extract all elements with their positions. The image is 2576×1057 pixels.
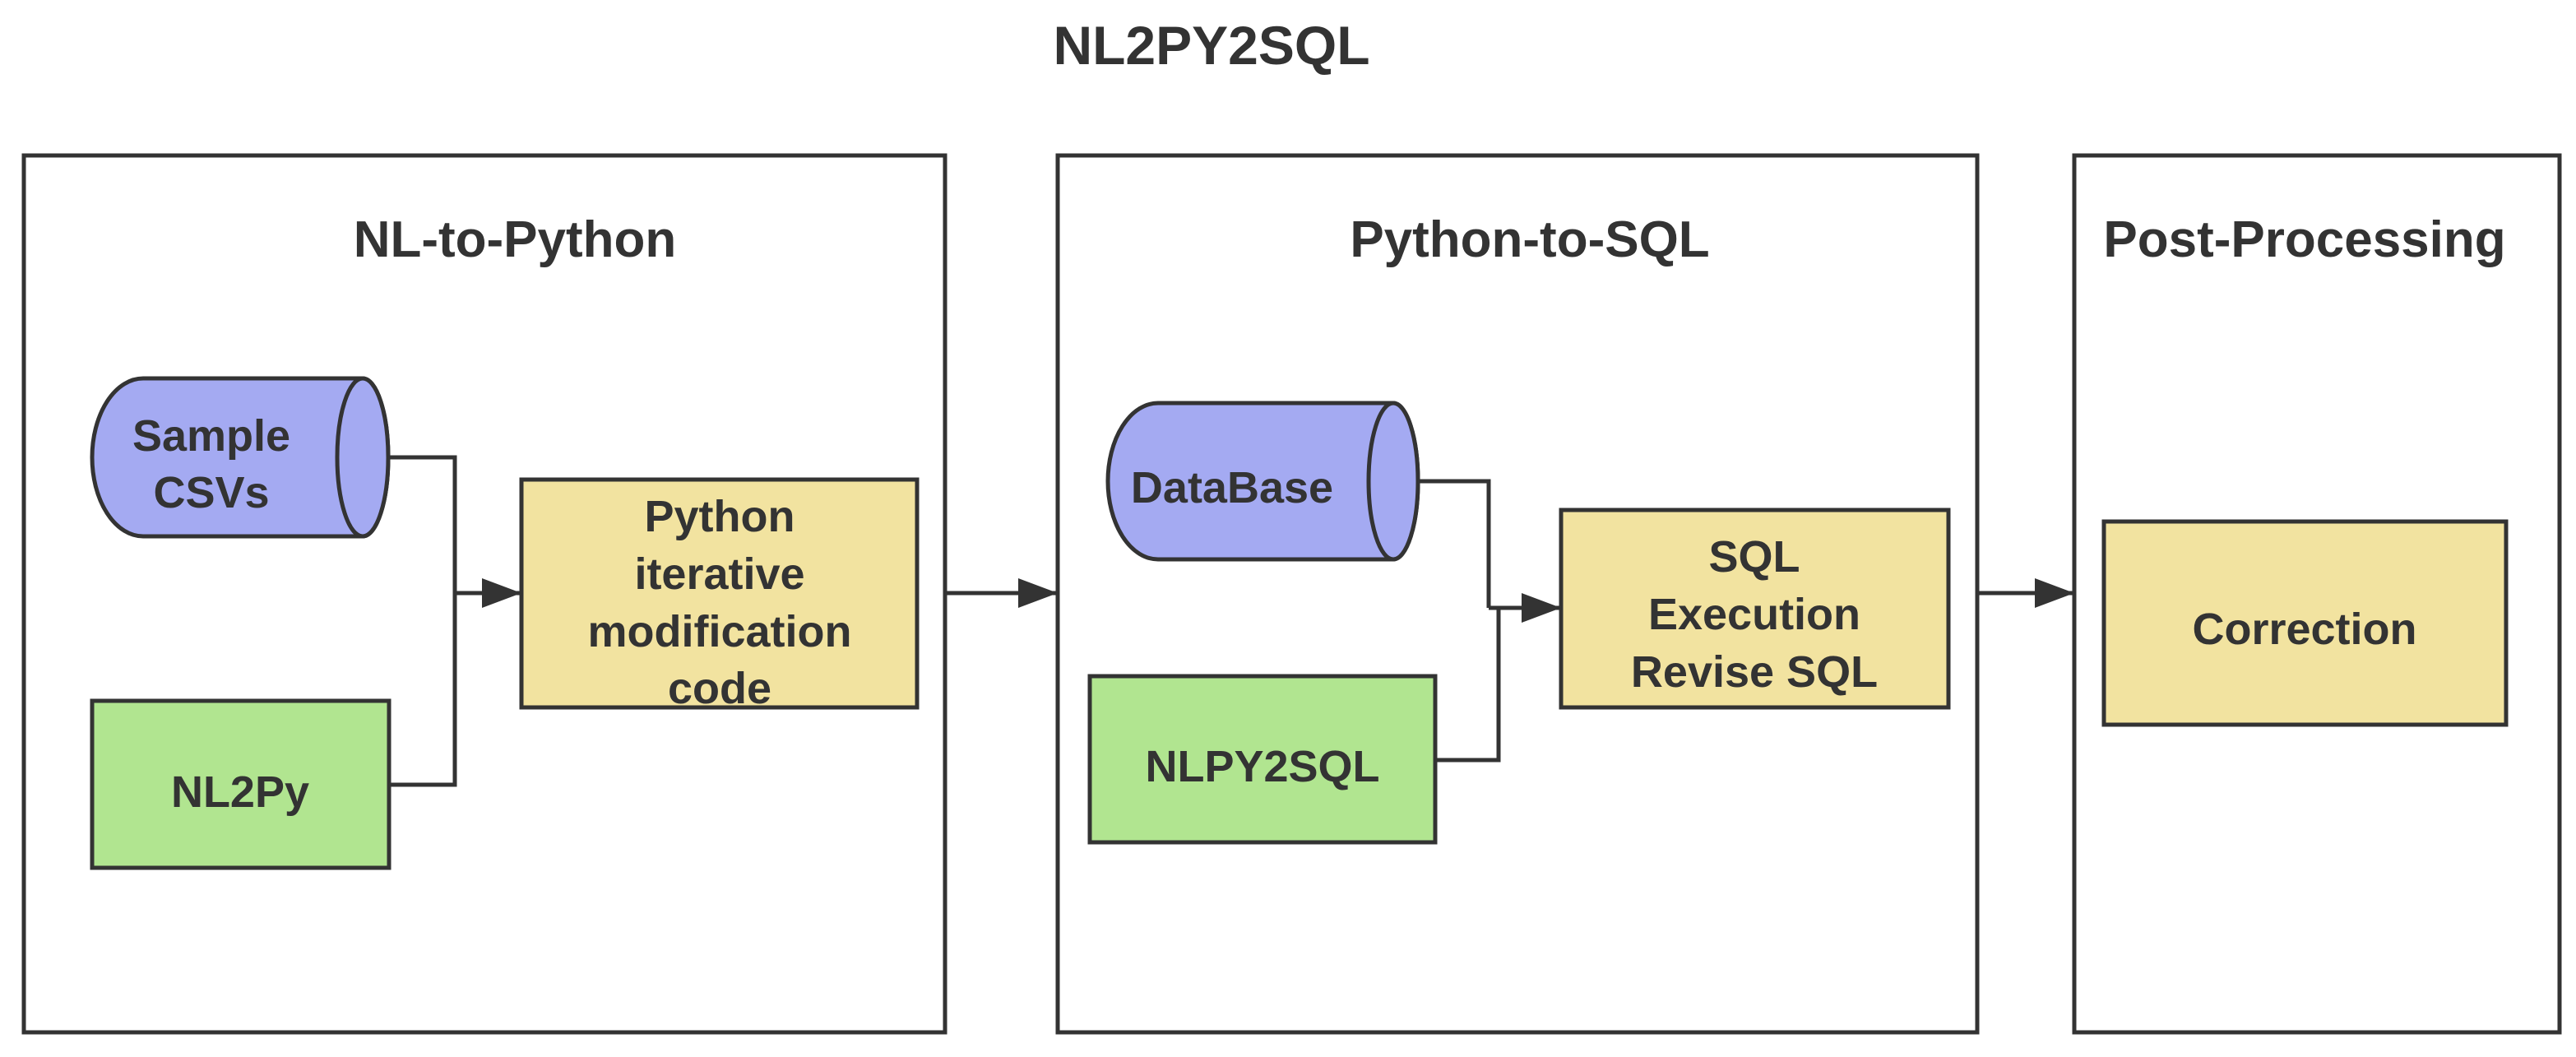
node-label: iterative [634, 549, 804, 599]
panel-post-processing: Post-Processing Correction [2072, 153, 2562, 1035]
node-label: DataBase [1131, 463, 1333, 512]
process-shape [519, 477, 920, 710]
node-label: NL2Py [171, 767, 309, 817]
node-label: NLPY2SQL [1145, 742, 1379, 791]
nl2py-box: NL2Py [90, 698, 391, 870]
node-label: SQL [1708, 532, 1800, 582]
panel-title: Post-Processing [2103, 211, 2505, 268]
node-label: Revise SQL [1631, 647, 1878, 697]
cylinder-end [335, 376, 391, 539]
node-label: Execution [1648, 590, 1860, 639]
connector-database [1418, 479, 1491, 608]
connector-nlpy2sql [1435, 608, 1501, 763]
node-label: modification [588, 607, 852, 656]
python-iterative-code-box: Python iterative modification code [519, 477, 920, 713]
panel-title: NL-to-Python [354, 211, 677, 268]
connector-nl2py [389, 593, 457, 787]
cylinder-end [1366, 401, 1420, 562]
node-label: CSVs [153, 468, 269, 517]
sql-execution-box: SQL Execution Revise SQL [1559, 508, 1951, 710]
input-shape [1087, 674, 1438, 845]
node-label: Correction [2192, 605, 2416, 654]
nlpy2sql-box: NLPY2SQL [1087, 674, 1438, 845]
panel-python-to-sql: Python-to-SQL DataBase NLPY2SQL SQL Exec… [1055, 153, 1980, 1035]
node-label: code [668, 664, 771, 713]
correction-box: Correction [2101, 519, 2509, 727]
input-shape [90, 698, 391, 870]
node-label: Python [645, 492, 795, 541]
sample-csvs-cylinder: Sample CSVs [90, 376, 391, 539]
connector-csvs [388, 455, 457, 593]
diagram-title: NL2PY2SQL [1053, 15, 1369, 76]
process-shape [1559, 508, 1951, 710]
node-label: Sample [132, 411, 290, 461]
panel-nl-to-python: NL-to-Python Sample CSVs NL2Py Python it… [21, 153, 947, 1035]
panel-title: Python-to-SQL [1350, 211, 1709, 268]
process-shape [2101, 519, 2509, 727]
database-cylinder: DataBase [1105, 401, 1420, 562]
